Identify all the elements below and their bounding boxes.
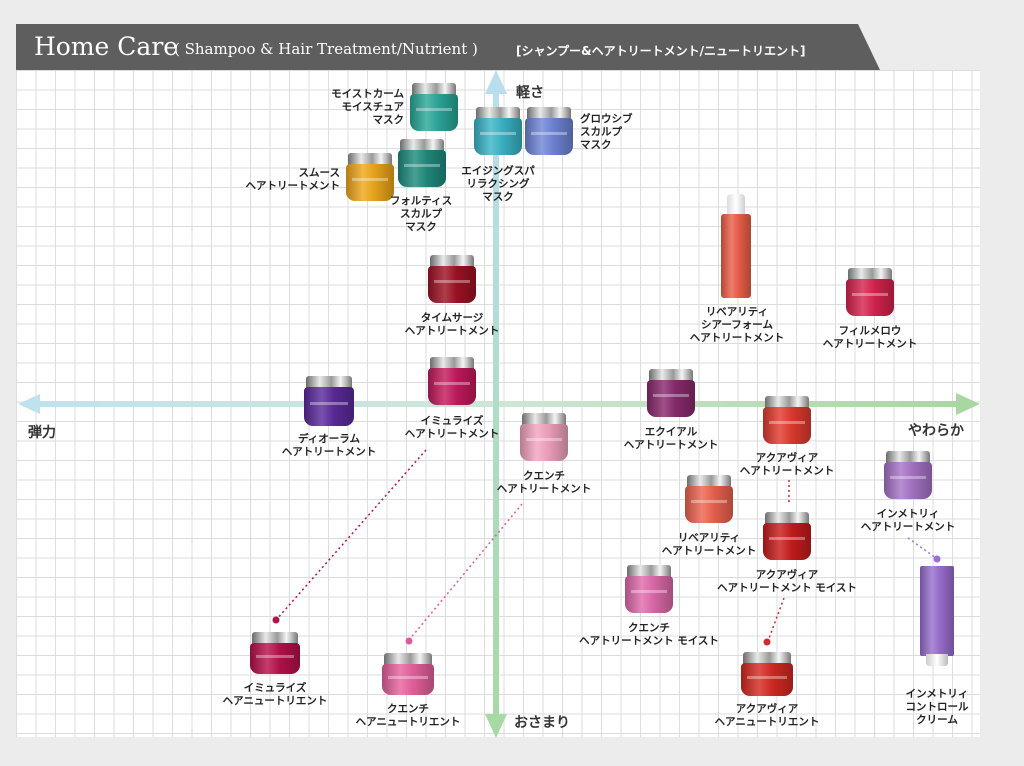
link-quench: [408, 503, 523, 641]
label-equal: エクイアル ヘアトリートメント: [623, 426, 719, 451]
jar-time-surge: [428, 255, 476, 303]
axis-label-left: 弾力: [28, 425, 56, 441]
label-aquavia: アクアヴィア ヘアトリートメント: [739, 452, 835, 477]
jar-quench: [520, 413, 568, 461]
axis-arrow-up: [485, 70, 507, 94]
label-aging-spa: エイジングスパ リラクシング マスク: [461, 165, 535, 203]
jar-liberity: [685, 475, 733, 523]
label-quench-nutrient: クエンチ ヘアニュートリエント: [355, 703, 461, 728]
jar-growth-scalp: [525, 107, 573, 155]
label-liberity: リベアリティ ヘアトリートメント: [661, 532, 757, 557]
label-film-mellow: フィルメロウ ヘアトリートメント: [822, 325, 918, 350]
axis-arrow-right: [956, 393, 980, 415]
label-aquavia-moist: アクアヴィア ヘアトリートメント モイスト: [717, 569, 857, 594]
jar-immurise-nutrient: [250, 632, 300, 674]
label-diorum: ディオーラム ヘアトリートメント: [281, 433, 377, 458]
label-immurise: イミュライズ ヘアトリートメント: [404, 415, 500, 440]
label-time-surge: タイムサージ ヘアトリートメント: [404, 312, 500, 337]
label-quench-moist: クエンチ ヘアトリートメント モイスト: [579, 622, 719, 647]
jar-fortis: [398, 139, 446, 187]
jar-equal: [647, 369, 695, 417]
axis-arrow-left: [18, 394, 40, 414]
link-immurise: [275, 449, 427, 621]
title-banner: Home Care ( Shampoo & Hair Treatment/Nut…: [16, 24, 880, 70]
jar-aquavia: [763, 396, 811, 444]
label-quench: クエンチ ヘアトリートメント: [496, 470, 592, 495]
dot-aquavia: [763, 638, 771, 646]
page-subtitle: ( Shampoo & Hair Treatment/Nutrient ): [174, 40, 478, 58]
page-title: Home Care: [34, 32, 179, 61]
label-inmetry-cream: インメトリィ コントロール クリーム: [905, 688, 969, 726]
axis-label-bottom: おさまり: [514, 715, 570, 731]
bottle-liberity-foam: [721, 194, 751, 298]
axis-arrow-down: [485, 714, 507, 738]
label-inmetry: インメトリィ ヘアトリートメント: [860, 508, 956, 533]
link-aquavia-moist: [767, 597, 785, 642]
jar-film-mellow: [846, 268, 894, 316]
jar-aquavia-nutrient: [741, 652, 793, 696]
label-moist-calm: モイストカーム モイスチュア マスク: [331, 88, 404, 126]
jar-quench-nutrient: [382, 653, 434, 695]
jar-immurise: [428, 357, 476, 405]
axis-label-right: やわらか: [908, 423, 964, 439]
label-liberity-foam: リベアリティ シアーフォーム ヘアトリートメント: [689, 306, 785, 344]
jar-smooth: [346, 153, 394, 201]
dot-quench: [405, 637, 413, 645]
jar-diorum: [304, 376, 354, 426]
label-growth-scalp: グロウシブ スカルプ マスク: [580, 113, 633, 151]
dot-inmetry: [933, 555, 941, 563]
page-subtitle-jp: [シャンプー&ヘアトリートメント/ニュートリエント]: [516, 44, 806, 58]
vertical-axis: [493, 92, 499, 716]
jar-inmetry: [884, 451, 932, 499]
label-smooth: スムース ヘアトリートメント: [245, 167, 341, 192]
label-fortis: フォルティス スカルプ マスク: [389, 195, 453, 233]
jar-aging-spa: [474, 107, 522, 155]
tube-inmetry-cream: [920, 566, 954, 666]
axis-label-top: 軽さ: [516, 85, 544, 101]
jar-quench-moist: [625, 565, 673, 613]
jar-moist-calm: [410, 83, 458, 131]
title-banner-shape: [16, 24, 880, 70]
jar-aquavia-moist: [763, 512, 811, 560]
label-aquavia-nutrient: アクアヴィア ヘアニュートリエント: [714, 703, 820, 728]
dot-immurise: [272, 616, 280, 624]
label-immurise-nutrient: イミュライズ ヘアニュートリエント: [222, 682, 328, 707]
link-inmetry: [907, 537, 937, 559]
